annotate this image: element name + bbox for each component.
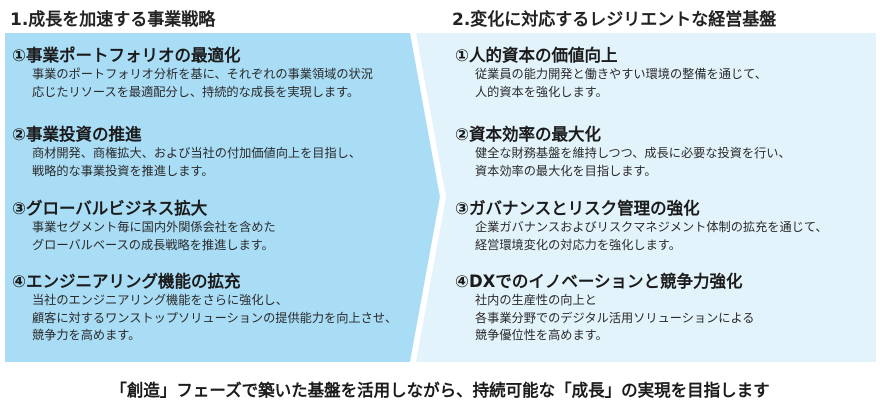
right-panel-chevron: [416, 33, 876, 362]
item-description: 企業ガバナンスおよびリスクマネジメント体制の拡充を通じて、 経営環境変化の対応力…: [475, 220, 828, 252]
left-column-heading: 1.成長を加速する事業戦略: [10, 10, 216, 30]
item-description: 従業員の能力開発と働きやすい環境の整備を通じて、 人的資本を強化します。: [475, 67, 767, 99]
left-panel-chevron: [5, 33, 440, 362]
panel-background: [5, 33, 876, 362]
item-title: ①人的資本の価値向上: [455, 46, 618, 65]
item-description: 商材開発、商権拡大、および当社の付加価値向上を目指し、 戦略的な事業投資を推進し…: [32, 146, 362, 178]
item-title: ②資本効率の最大化: [455, 125, 601, 144]
left-item-1: ①事業ポートフォリオの最適化 事業のポートフォリオ分析を基に、それぞれの事業領域…: [12, 46, 417, 101]
right-item-2: ②資本効率の最大化 健全な財務基盤を維持しつつ、成長に必要な投資を行い、 資本効…: [455, 125, 875, 180]
right-column-heading: 2.変化に対応するレジリエントな経営基盤: [452, 10, 777, 30]
item-title: ④エンジニアリング機能の拡充: [12, 272, 241, 291]
left-item-4: ④エンジニアリング機能の拡充 当社のエンジニアリング機能をさらに強化し、 顧客に…: [12, 272, 417, 345]
left-item-2: ②事業投資の推進 商材開発、商権拡大、および当社の付加価値向上を目指し、 戦略的…: [12, 125, 417, 180]
right-item-3: ③ガバナンスとリスク管理の強化 企業ガバナンスおよびリスクマネジメント体制の拡充…: [455, 199, 875, 254]
item-description: 健全な財務基盤を維持しつつ、成長に必要な投資を行い、 資本効率の最大化を目指しま…: [475, 146, 791, 178]
footer-summary: 「創造」フェーズで築いた基盤を活用しながら、持続可能な「成長」の実現を目指します: [110, 381, 770, 400]
item-description: 事業のポートフォリオ分析を基に、それぞれの事業領域の状況 応じたリソースを最適配…: [32, 67, 373, 99]
item-description: 当社のエンジニアリング機能をさらに強化し、 顧客に対するワンストップソリューショ…: [32, 293, 398, 342]
left-item-3: ③グローバルビジネス拡大 事業セグメント毎に国内外関係会社を含めた グローバルベ…: [12, 199, 417, 254]
item-title: ①事業ポートフォリオの最適化: [12, 46, 241, 65]
item-description: 事業セグメント毎に国内外関係会社を含めた グローバルベースの成長戦略を推進します…: [32, 220, 276, 252]
item-description: 社内の生産性の向上と 各事業分野でのデジタル活用ソリューションによる 競争優位性…: [475, 293, 755, 342]
item-title: ②事業投資の推進: [12, 125, 142, 144]
item-title: ④DXでのイノベーションと競争力強化: [455, 272, 743, 291]
right-item-1: ①人的資本の価値向上 従業員の能力開発と働きやすい環境の整備を通じて、 人的資本…: [455, 46, 875, 101]
right-item-4: ④DXでのイノベーションと競争力強化 社内の生産性の向上と 各事業分野でのデジタ…: [455, 272, 875, 345]
item-title: ③グローバルビジネス拡大: [12, 199, 208, 218]
item-title: ③ガバナンスとリスク管理の強化: [455, 199, 700, 218]
